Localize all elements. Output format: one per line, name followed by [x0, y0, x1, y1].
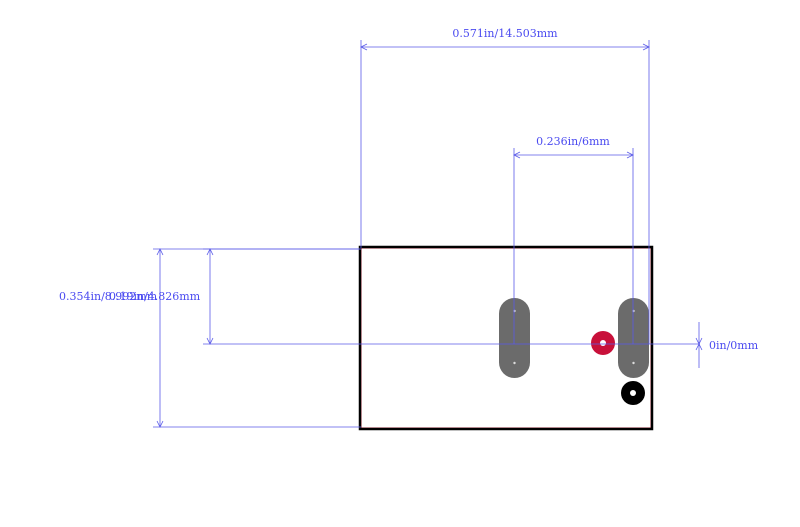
pin-one-marker-dot — [630, 390, 636, 396]
component-outline — [358, 245, 654, 431]
dim-pad-offset-label: 0.19in/4.826mm — [109, 290, 201, 303]
dimension-lines — [153, 40, 703, 428]
origin-marker-dot — [600, 340, 606, 346]
slot-pad-left — [499, 298, 530, 378]
dim-overall-height-label: 0.354in/8.992mm — [59, 290, 158, 303]
slot-pad-right — [618, 298, 649, 378]
slot-pad-right-center-bottom — [632, 361, 635, 365]
slot-pad-left-center-bottom — [513, 361, 516, 365]
dim-overall-width-label: 0.571in/14.503mm — [452, 27, 558, 40]
dim-origin-offset-label: 0in/0mm — [709, 339, 759, 352]
dim-pad-pitch-label: 0.236in/6mm — [536, 135, 610, 148]
